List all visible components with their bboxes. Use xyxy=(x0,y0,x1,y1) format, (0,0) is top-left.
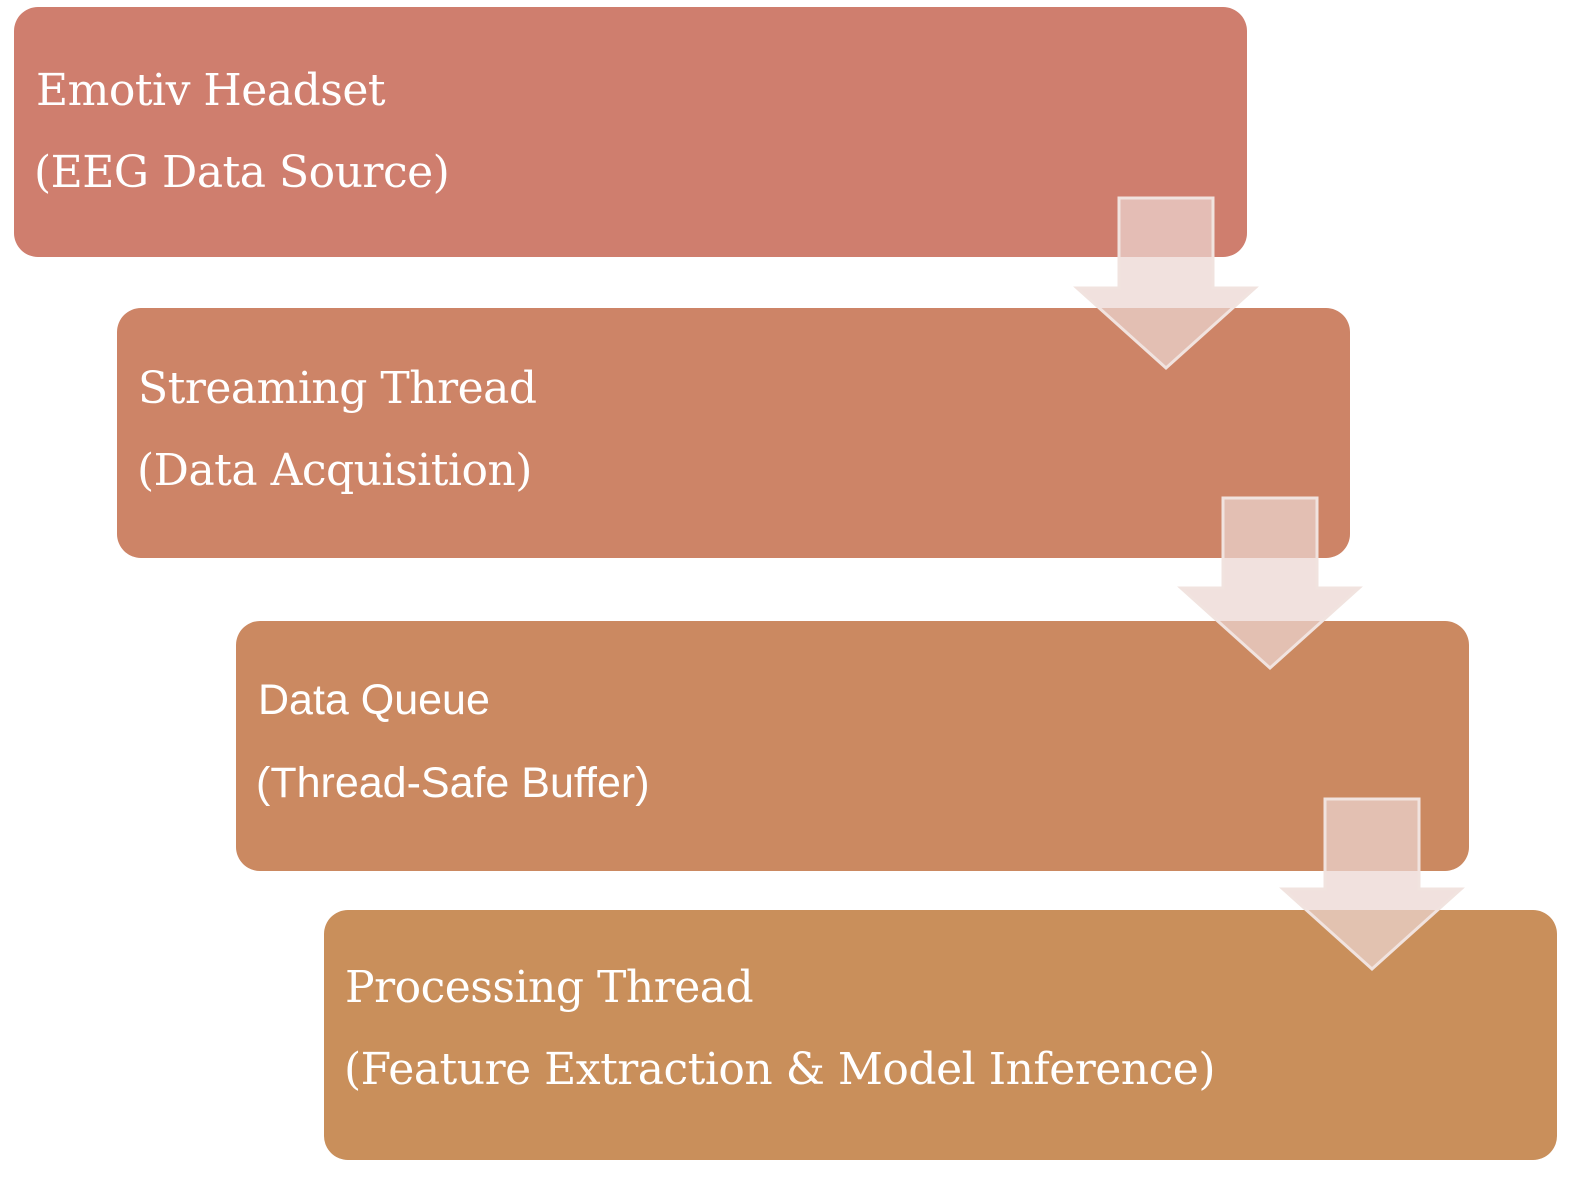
step-subtitle: (Thread-Safe Buffer) xyxy=(256,759,650,807)
step-title: Emotiv Headset xyxy=(36,65,386,116)
step-subtitle: (Data Acquisition) xyxy=(137,445,532,496)
step-subtitle: (EEG Data Source) xyxy=(34,147,450,198)
step-title: Processing Thread xyxy=(345,962,754,1013)
step-title: Data Queue xyxy=(258,676,490,724)
step-streaming-thread: Streaming Thread (Data Acquisition) xyxy=(117,308,1350,558)
step-emotiv-headset: Emotiv Headset (EEG Data Source) xyxy=(14,7,1247,257)
step-title: Streaming Thread xyxy=(138,363,537,414)
step-subtitle: (Feature Extraction & Model Inference) xyxy=(344,1044,1216,1095)
step-processing-thread: Processing Thread (Feature Extraction & … xyxy=(324,910,1557,1160)
step-data-queue: Data Queue (Thread-Safe Buffer) xyxy=(236,621,1469,871)
